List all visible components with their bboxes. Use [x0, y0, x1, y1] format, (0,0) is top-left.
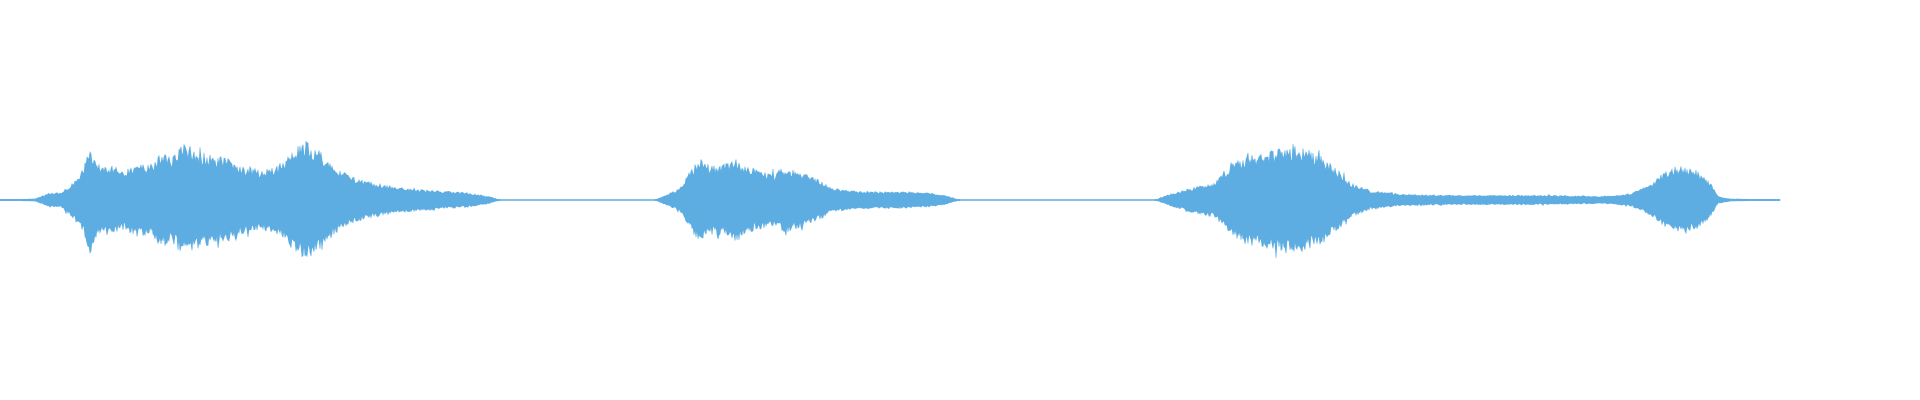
waveform-segments [0, 140, 1781, 259]
waveform-segment-2 [654, 158, 961, 241]
waveform-segment-3 [1154, 144, 1781, 259]
waveform-segment-1 [0, 140, 501, 258]
